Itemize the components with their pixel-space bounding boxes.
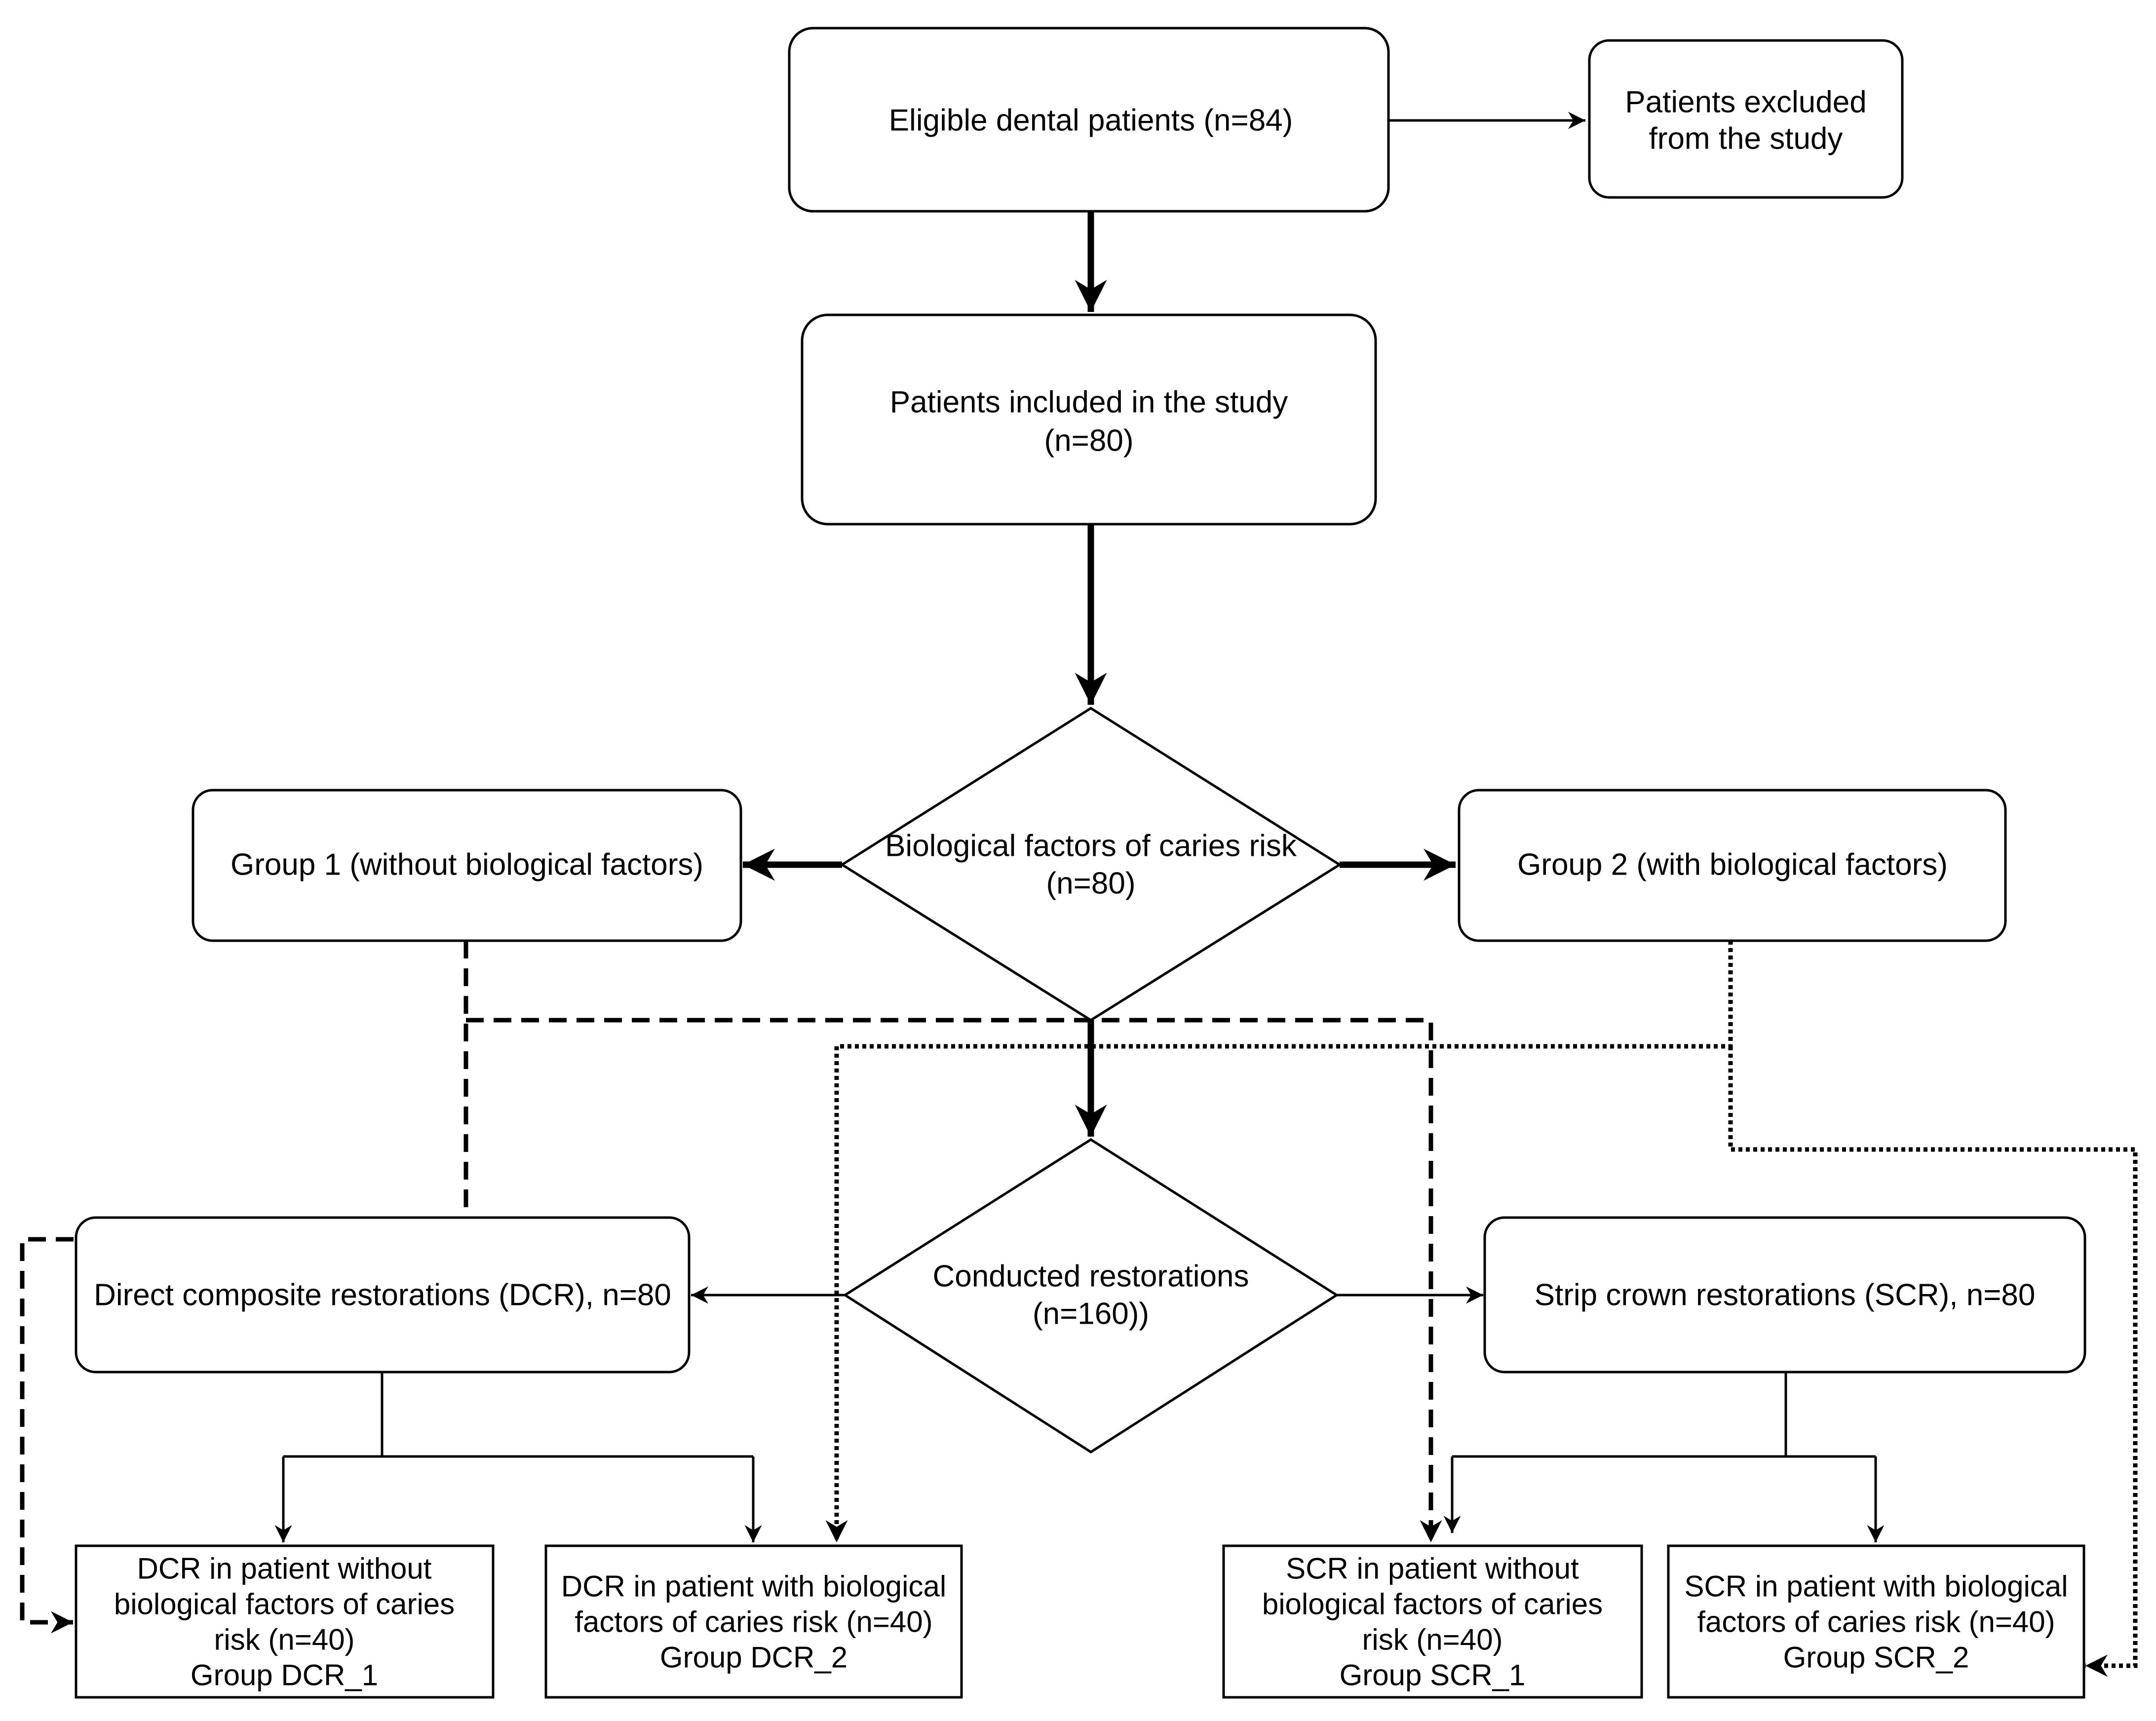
edge-group1-to-scr1 xyxy=(466,1018,1442,1542)
node-scr2-label-line: factors of caries risk (n=40) xyxy=(1697,1606,2055,1639)
node-excluded-label-line: from the study xyxy=(1649,122,1843,156)
node-dcr2-label-line: DCR in patient with biological xyxy=(561,1570,946,1603)
edge-dcr-to-dcr1 xyxy=(283,1455,753,1542)
node-dcr1-label-line: biological factors of caries xyxy=(114,1588,455,1621)
node-group1-box xyxy=(192,789,742,942)
node-included-box xyxy=(801,313,1377,526)
node-dcr2-box xyxy=(544,1544,963,1699)
node-conducted-label-line: (n=160)) xyxy=(1033,1297,1149,1331)
node-dcr-label-line: Direct composite restorations (DCR), n=8… xyxy=(94,1278,671,1312)
node-dcr-box xyxy=(75,1216,691,1374)
node-bio-factors-label: Biological factors of caries risk (n=80) xyxy=(885,829,1297,901)
node-scr1-label-line: biological factors of caries xyxy=(1262,1588,1603,1621)
node-bio-factors-diamond xyxy=(840,707,1342,1022)
node-group2-box xyxy=(1458,789,2007,942)
edge-scr-to-scr1 xyxy=(1452,1455,1876,1533)
node-excluded-box xyxy=(1588,39,1904,199)
node-group1-label-line: Group 1 (without biological factors) xyxy=(231,848,703,882)
node-group1-label: Group 1 (without biological factors) xyxy=(231,848,703,882)
node-dcr2-label-line: factors of caries risk (n=40) xyxy=(575,1606,932,1639)
labels: Eligible dental patients (n=84) Patients … xyxy=(94,85,2068,1692)
nodes xyxy=(75,27,2086,1699)
node-scr2-label-line: Group SCR_2 xyxy=(1783,1641,1969,1674)
node-scr1-box xyxy=(1222,1544,1643,1699)
node-excluded-label-line: Patients excluded xyxy=(1625,85,1866,119)
node-eligible-label: Eligible dental patients (n=84) xyxy=(889,104,1293,138)
node-dcr-label: Direct composite restorations (DCR), n=8… xyxy=(94,1278,671,1312)
node-included-label-line: Patients included in the study xyxy=(890,385,1288,420)
node-scr1-label-line: Group SCR_1 xyxy=(1340,1659,1526,1692)
node-conducted-label-line: Conducted restorations xyxy=(932,1260,1249,1294)
node-eligible-box xyxy=(788,27,1390,213)
node-scr1-label-line: risk (n=40) xyxy=(1362,1623,1502,1656)
node-conducted-diamond xyxy=(843,1138,1339,1453)
edge-group1-to-dcr1 xyxy=(20,941,468,1634)
node-eligible-label-line: Eligible dental patients (n=84) xyxy=(889,104,1293,138)
node-dcr1-label-line: Group DCR_1 xyxy=(191,1659,378,1692)
node-included-label-line: (n=80) xyxy=(1044,424,1134,458)
node-scr2-box xyxy=(1667,1544,2085,1699)
node-bio-factors-label-line: (n=80) xyxy=(1046,867,1136,901)
node-group2-label-line: Group 2 (with biological factors) xyxy=(1517,848,1948,882)
edge-group2-to-scr2 xyxy=(1728,1046,2138,1677)
edges xyxy=(20,112,2138,1677)
node-scr2-label-line: SCR in patient with biological xyxy=(1684,1570,2068,1603)
node-scr-box xyxy=(1483,1216,2086,1374)
node-dcr2-label-line: Group DCR_2 xyxy=(660,1641,847,1674)
node-group2-label: Group 2 (with biological factors) xyxy=(1517,848,1948,882)
node-scr-label-line: Strip crown restorations (SCR), n=80 xyxy=(1535,1278,2036,1312)
node-dcr1-label-line: DCR in patient without xyxy=(137,1552,432,1585)
node-dcr1-label-line: risk (n=40) xyxy=(214,1623,354,1656)
edge-group2-to-dcr2 xyxy=(825,941,1733,1542)
node-dcr1-box xyxy=(75,1544,495,1699)
node-scr1-label-line: SCR in patient without xyxy=(1286,1552,1579,1585)
node-scr-label: Strip crown restorations (SCR), n=80 xyxy=(1535,1278,2036,1312)
node-conducted-label: Conducted restorations(n=160)) xyxy=(932,1260,1249,1331)
node-included-label: Patients included in the study (n=80) xyxy=(890,385,1288,458)
node-bio-factors-label-line: Biological factors of caries risk xyxy=(885,829,1297,863)
